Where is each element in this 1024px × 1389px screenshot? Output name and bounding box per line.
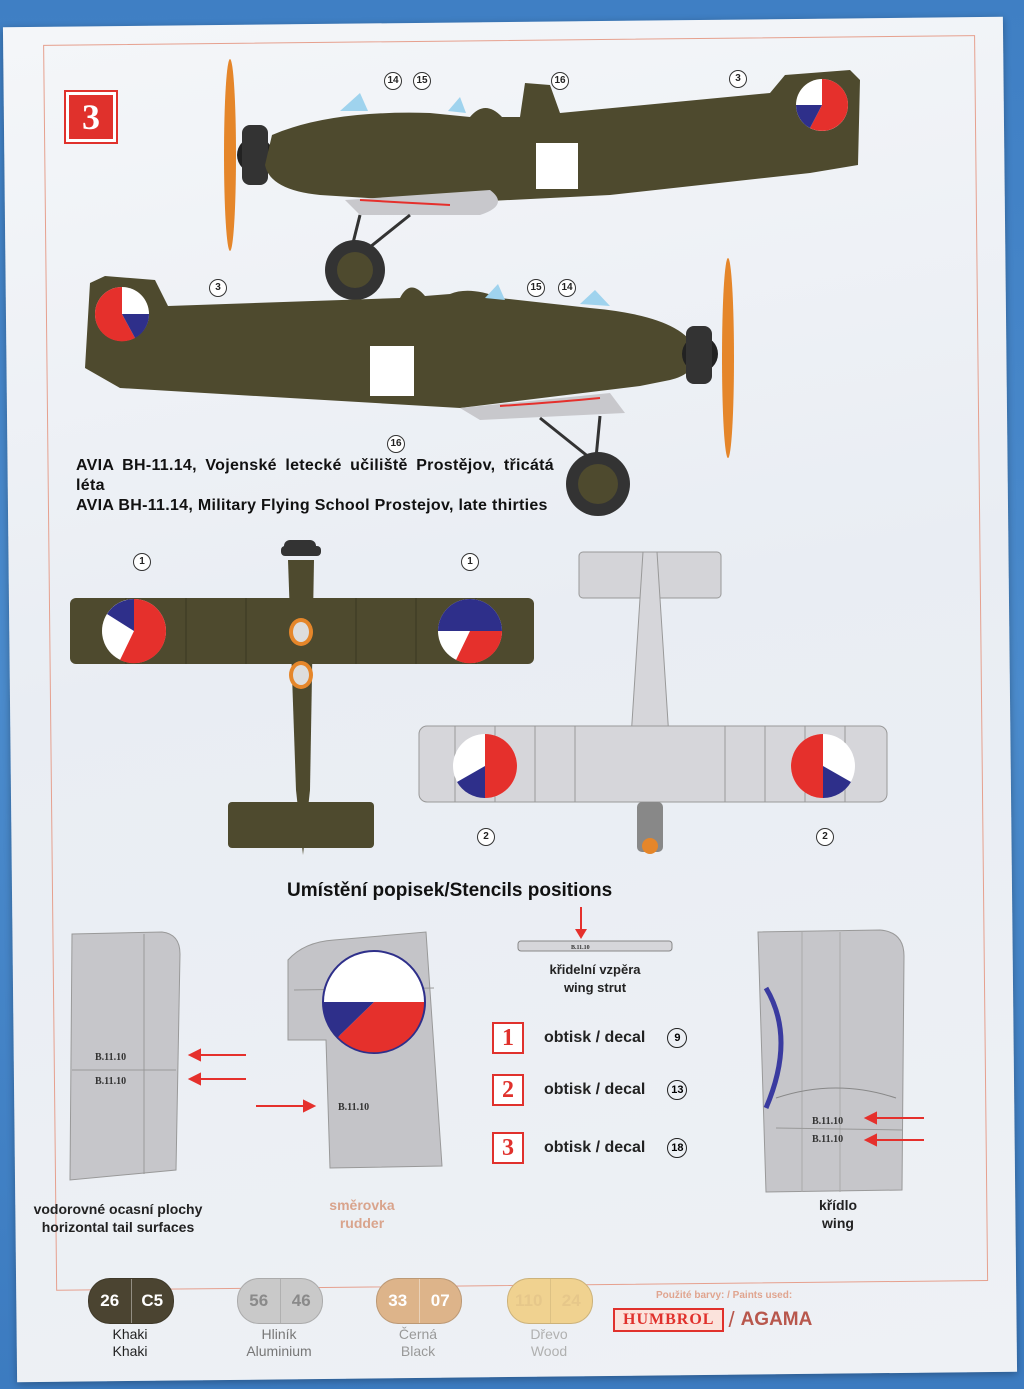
stencil-code: B.11.10 [812,1116,843,1127]
number-panel [370,346,414,396]
decal-number: 2 [492,1074,524,1106]
rudder-stencil: B.11.10 [256,931,443,1169]
decal-text: obtisk / decal [544,1029,646,1046]
decal-sheet-number: 13 [667,1080,688,1100]
callout-16: 16 [551,72,569,90]
paint-name-aluminium: Hliník Aluminium [246,1326,312,1359]
callout-15: 15 [527,279,545,297]
decal-row-3: 3 obtisk / decal 18 [492,1132,688,1164]
wing-roundel-left [102,599,167,664]
agama-logo: AGAMA [740,1309,813,1330]
humbrol-logo: HUMBROL [613,1308,725,1332]
paints-used-label: Použité barvy: / Paints used: [656,1290,793,1301]
wing-stencil: B.11.10 B.11.10 [757,929,924,1193]
stencils-title: Umístění popisek/Stencils positions [287,880,613,901]
paint-chip-khaki: 26 C5 [88,1278,174,1324]
propeller [224,59,236,251]
paint-name-khaki: Khaki Khaki [112,1326,148,1359]
wing-roundel-right [438,599,503,664]
wing [345,190,498,215]
decal-number: 1 [492,1022,524,1054]
callout-14: 14 [384,72,402,90]
scheme-number-badge: 3 [64,90,118,144]
callout-16: 16 [387,435,405,453]
paint-name-wood: Dřevo Wood [530,1326,568,1359]
callout-15: 15 [413,72,431,90]
stencil-code: B.11.10 [95,1076,126,1087]
caption-english: AVIA BH-11.14, Military Flying School Pr… [76,497,548,514]
paint-chip-black: 33 07 [376,1278,462,1324]
bottom-view [418,551,888,854]
paint-chip-wood: 110 24 [507,1278,593,1324]
fuselage [85,276,696,408]
decal-sheet-number: 18 [667,1138,688,1158]
stencil-code: B.11.10 [95,1052,126,1063]
tail-surface-stencil: B.11.10 B.11.10 [69,931,246,1181]
fuselage [265,70,860,203]
aircraft-caption: AVIA BH-11.14, Vojenské letecké učiliště… [76,456,554,516]
wing-roundel-left [453,734,517,799]
stencil-code: B.11.10 [812,1134,843,1145]
callout-3: 3 [209,279,227,297]
decal-row-2: 2 obtisk / decal 13 [492,1074,688,1106]
paint-name-black: Černá Black [398,1326,438,1359]
paint-chip-aluminium: 56 46 [237,1278,323,1324]
tailplane [228,802,374,848]
stencil-code: B.11.10 [338,1102,369,1113]
number-panel [536,143,578,189]
callout-3: 3 [729,70,747,88]
callout-2: 2 [816,828,834,846]
callout-1: 1 [461,553,479,571]
side-profile-right [85,258,734,516]
top-view [70,540,534,855]
decal-sheet-number: 9 [667,1028,688,1048]
callout-14: 14 [558,279,576,297]
wing-strut-stencil: B.11.10 [517,907,673,952]
caption-czech: AVIA BH-11.14, Vojenské letecké učiliště… [76,457,554,494]
callout-2: 2 [477,828,495,846]
paint-brands: HUMBROL / AGAMA [613,1307,812,1333]
callout-1: 1 [133,553,151,571]
decal-text: obtisk / decal [544,1081,646,1098]
wing-label: křídlo wing [818,1197,858,1231]
rudder-label: směrovka rudder [329,1197,395,1231]
side-profile-left [224,59,860,300]
propeller [722,258,734,458]
strut-label: křidelní vzpěra wing strut [549,962,641,995]
stencil-code: B.11.10 [571,945,590,951]
wing-roundel-right [791,734,855,799]
tail-label: vodorovné ocasní plochy horizontal tail … [33,1201,203,1235]
decal-number: 3 [492,1132,524,1164]
decal-row-1: 1 obtisk / decal 9 [492,1022,688,1054]
decal-text: obtisk / decal [544,1139,646,1156]
